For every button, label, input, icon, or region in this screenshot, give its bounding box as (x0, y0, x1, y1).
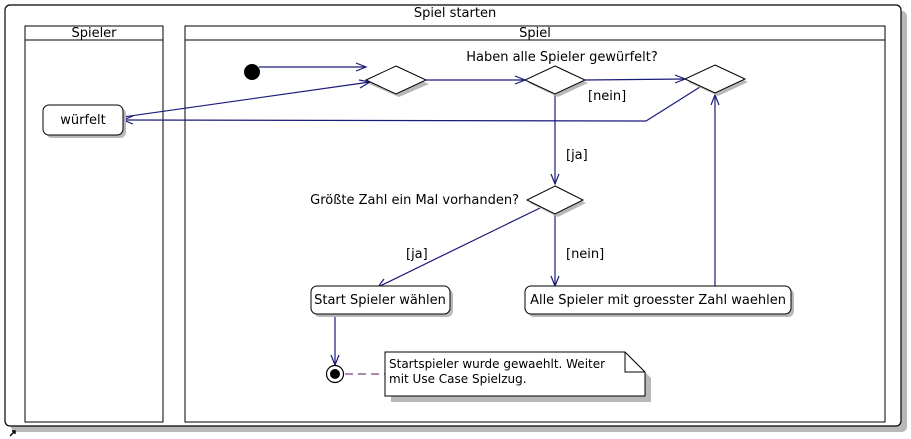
resize-corner-icon (9, 430, 16, 437)
action-wuerfelt: würfelt (42, 104, 126, 138)
edge-wuerfelt-to-merge (122, 81, 371, 118)
right-decision-diamond (683, 64, 748, 96)
action-start-spieler-waehlen: Start Spieler wählen (310, 285, 453, 317)
swimlane-spiel-header: Spiel (519, 26, 551, 41)
decision-haben-alle-gewuerfelt: Haben alle Spieler gewürfelt? (466, 50, 658, 97)
decision-2-label: Größte Zahl ein Mal vorhanden? (310, 193, 519, 208)
note-line-2: mit Use Case Spielzug. (389, 372, 527, 386)
guard-ja-left: [ja] (406, 247, 428, 262)
end-node (325, 364, 345, 384)
edge-decision3-to-wuerfelt (122, 86, 701, 122)
note: Startspieler wurde gewaehlt. Weiter mit … (384, 351, 651, 402)
action-alle-spieler-label: Alle Spieler mit groesster Zahl waehlen (530, 293, 786, 308)
action-start-spieler-label: Start Spieler wählen (314, 293, 446, 308)
swimlane-spieler-header: Spieler (71, 26, 117, 41)
edge-decision1-to-decision3 (584, 78, 686, 81)
decision-1-label: Haben alle Spieler gewürfelt? (466, 50, 658, 65)
guard-nein-top: [nein] (588, 89, 626, 104)
note-line-1: Startspieler wurde gewaehlt. Weiter (389, 357, 605, 371)
edge-decision2-to-start-spieler (377, 207, 541, 288)
guard-ja-mid: [ja] (566, 148, 588, 163)
edges (121, 62, 720, 375)
diagram-title: Spiel starten (414, 6, 496, 21)
swimlane-spieler: Spieler (24, 25, 164, 423)
action-wuerfelt-label: würfelt (60, 113, 106, 128)
start-node (244, 64, 260, 80)
decision-groesste-zahl: Größte Zahl ein Mal vorhanden? (310, 185, 586, 217)
action-alle-spieler-waehlen: Alle Spieler mit groesster Zahl waehlen (524, 285, 794, 317)
guard-nein-right: [nein] (566, 247, 604, 262)
merge-diamond (364, 65, 429, 97)
